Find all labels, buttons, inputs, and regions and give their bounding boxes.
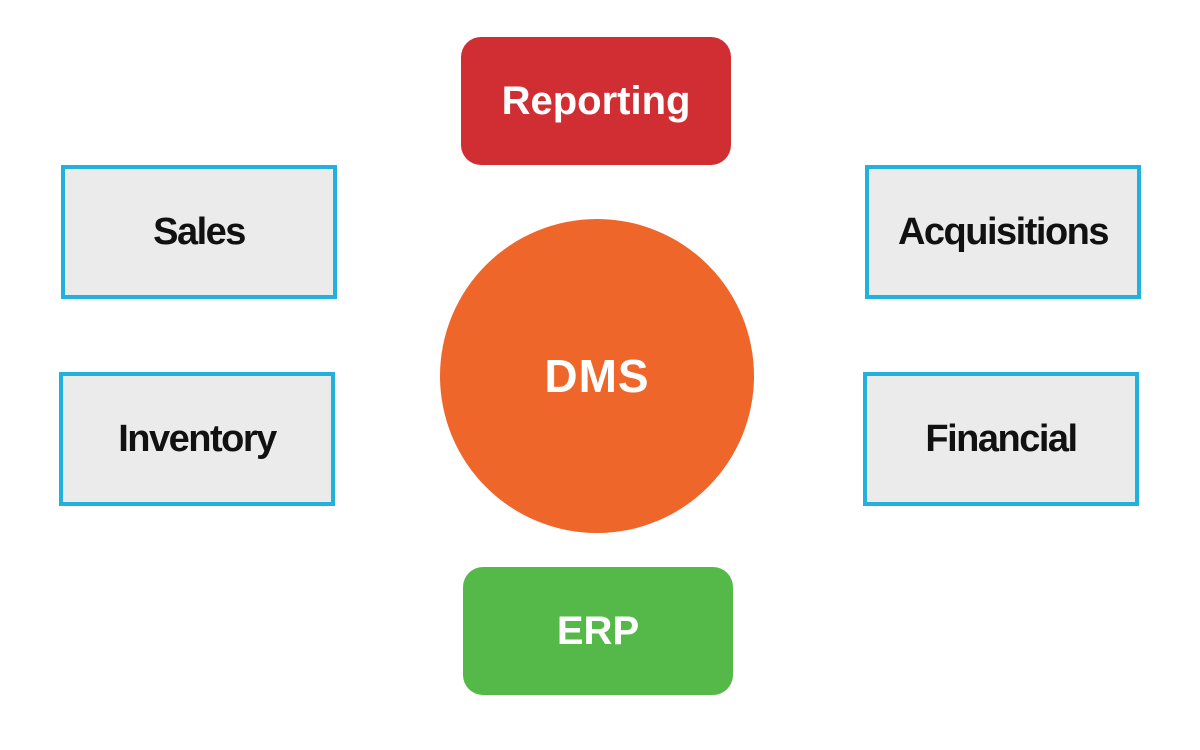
erp-node: ERP [463,567,733,695]
financial-module-box: Financial [863,372,1139,506]
dms-hub-circle: DMS [440,219,754,533]
inventory-module-box: Inventory [59,372,335,506]
reporting-node: Reporting [461,37,731,165]
sales-module-box: Sales [61,165,337,299]
acquisitions-module-box: Acquisitions [865,165,1141,299]
